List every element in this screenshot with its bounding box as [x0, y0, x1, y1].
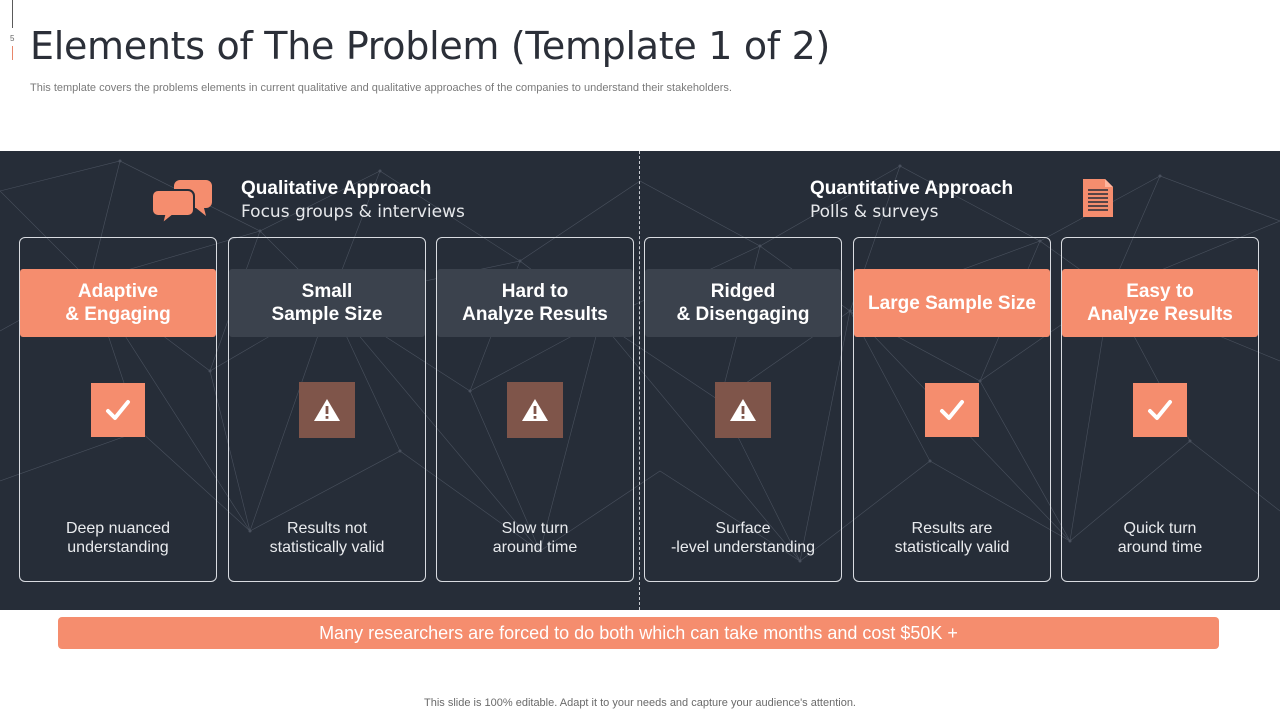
warning-icon [715, 382, 771, 438]
card-description: Quick turn around time [1117, 520, 1203, 556]
warning-icon [507, 382, 563, 438]
card-heading: Large Sample Size [854, 269, 1050, 337]
check-icon [1133, 383, 1187, 437]
marker-line-top [12, 0, 13, 28]
warning-icon [299, 382, 355, 438]
card-description: Results are statistically valid [894, 520, 1010, 556]
card-heading: Small Sample Size [229, 269, 425, 337]
slide-number: 5 [10, 34, 15, 43]
marker-line-bottom [12, 46, 13, 60]
page-title: Elements of The Problem (Template 1 of 2… [30, 24, 831, 68]
qualitative-approach: Qualitative Approach Focus groups & inte… [241, 178, 465, 222]
card-heading: Ridged & Disengaging [645, 269, 841, 337]
qualitative-subtitle: Focus groups & interviews [241, 202, 465, 222]
slide-marker [10, 0, 16, 60]
card-heading: Adaptive & Engaging [20, 269, 216, 337]
quantitative-subtitle: Polls & surveys [810, 202, 939, 222]
card-description: Deep nuanced understanding [65, 520, 171, 556]
document-icon [1083, 179, 1113, 217]
card-hard-to-analyze: Hard to Analyze Results Slow turn around… [436, 237, 634, 582]
summary-banner: Many researchers are forced to do both w… [58, 617, 1219, 649]
card-large-sample-size: Large Sample Size Results are statistica… [853, 237, 1051, 582]
check-icon [925, 383, 979, 437]
card-ridged-disengaging: Ridged & Disengaging Surface -level unde… [644, 237, 842, 582]
chat-bubbles-icon [152, 180, 212, 224]
card-adaptive-engaging: Adaptive & Engaging Deep nuanced underst… [19, 237, 217, 582]
content-panel: Qualitative Approach Focus groups & inte… [0, 151, 1280, 610]
quantitative-title: Quantitative Approach [810, 178, 1014, 199]
approach-divider [639, 151, 640, 610]
check-icon [91, 383, 145, 437]
page-subtitle: This template covers the problems elemen… [30, 82, 732, 94]
card-description: Surface -level understanding [670, 520, 816, 556]
footnote: This slide is 100% editable. Adapt it to… [424, 697, 856, 709]
qualitative-title: Qualitative Approach [241, 178, 432, 199]
card-heading: Easy to Analyze Results [1062, 269, 1258, 337]
card-easy-to-analyze: Easy to Analyze Results Quick turn aroun… [1061, 237, 1259, 582]
card-description: Slow turn around time [492, 520, 578, 556]
quantitative-approach: Quantitative Approach Polls & surveys [810, 178, 1013, 222]
card-small-sample-size: Small Sample Size Results not statistica… [228, 237, 426, 582]
card-description: Results not statistically valid [269, 520, 385, 556]
card-heading: Hard to Analyze Results [437, 269, 633, 337]
